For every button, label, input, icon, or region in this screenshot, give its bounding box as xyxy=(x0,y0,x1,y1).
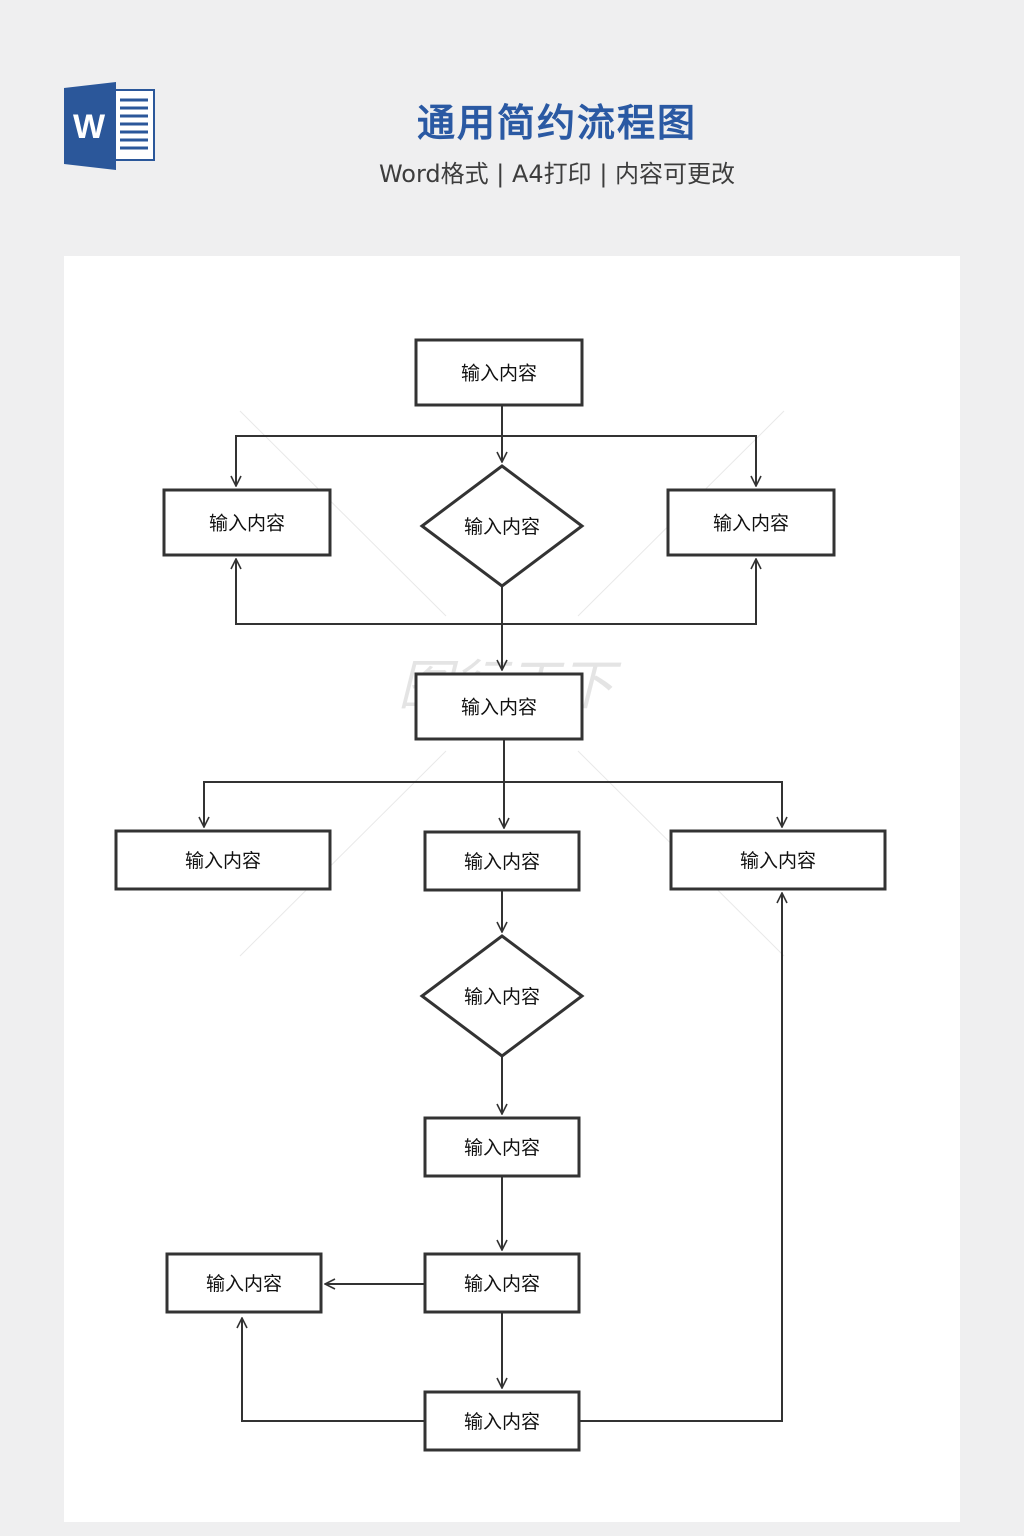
process-box xyxy=(414,672,584,741)
flow-node-n11: 输入内容 xyxy=(423,1252,581,1314)
flow-node-n10: 输入内容 xyxy=(423,1116,581,1178)
process-box xyxy=(162,488,332,557)
flow-node-label: 输入内容 xyxy=(464,851,540,873)
flowchart-edges xyxy=(204,405,782,1422)
process-box xyxy=(423,1390,581,1452)
flow-node-label: 输入内容 xyxy=(713,513,789,535)
flow-node-n2: 输入内容 xyxy=(162,488,332,557)
flow-edge-n13-n8 xyxy=(579,893,782,1422)
flow-node-label: 输入内容 xyxy=(464,1411,540,1433)
flow-node-label: 输入内容 xyxy=(461,697,537,719)
flow-node-label: 输入内容 xyxy=(464,1273,540,1295)
process-box xyxy=(165,1252,323,1314)
flow-node-n1: 输入内容 xyxy=(414,338,584,407)
decision-diamond xyxy=(419,934,585,1058)
flow-node-label: 输入内容 xyxy=(464,1137,540,1159)
flow-node-n9: 输入内容 xyxy=(419,934,585,1058)
process-box xyxy=(669,829,887,891)
flow-edge-n3-n4 xyxy=(502,559,756,625)
flow-node-n4: 输入内容 xyxy=(666,488,836,557)
flow-node-label: 输入内容 xyxy=(461,363,537,385)
flow-node-n6: 输入内容 xyxy=(114,829,332,891)
flow-node-label: 输入内容 xyxy=(209,513,285,535)
flowchart: 图行天下 输入内容输入内容输入内容输入内容输入内容输入内容输入内容输入内容输入内… xyxy=(114,338,887,1452)
process-box xyxy=(423,1252,581,1314)
word-icon-letter: W xyxy=(73,108,106,146)
word-document-icon: W xyxy=(64,82,155,170)
flow-node-label: 输入内容 xyxy=(185,850,261,872)
page-subtitle: Word格式 | A4打印 | 内容可更改 xyxy=(378,160,736,188)
flow-edge-n1-n4 xyxy=(502,435,756,486)
process-box xyxy=(423,830,581,892)
flow-node-n8: 输入内容 xyxy=(669,829,887,891)
decision-diamond xyxy=(419,464,585,588)
process-box xyxy=(414,338,584,407)
flow-node-label: 输入内容 xyxy=(740,850,816,872)
page-title: 通用简约流程图 xyxy=(416,101,697,145)
flowchart-nodes: 输入内容输入内容输入内容输入内容输入内容输入内容输入内容输入内容输入内容输入内容… xyxy=(114,338,887,1452)
flow-edge-n5-n8 xyxy=(504,781,782,827)
process-box xyxy=(114,829,332,891)
flow-node-n5: 输入内容 xyxy=(414,672,584,741)
flow-node-label: 输入内容 xyxy=(206,1273,282,1295)
flow-edge-n5-n6 xyxy=(204,739,505,827)
process-box xyxy=(666,488,836,557)
flow-node-n13: 输入内容 xyxy=(423,1390,581,1452)
header: W 通用简约流程图 Word格式 | A4打印 | 内容可更改 xyxy=(0,0,1024,250)
process-box xyxy=(423,1116,581,1178)
flow-node-label: 输入内容 xyxy=(464,516,540,538)
flow-node-n3: 输入内容 xyxy=(419,464,585,588)
flow-node-label: 输入内容 xyxy=(464,986,540,1008)
flow-node-n7: 输入内容 xyxy=(423,830,581,892)
flow-edge-n1-n2 xyxy=(236,405,503,486)
flow-edge-n13-n12 xyxy=(242,1318,425,1422)
document-page: 图行天下 输入内容输入内容输入内容输入内容输入内容输入内容输入内容输入内容输入内… xyxy=(64,256,960,1522)
flow-node-n12: 输入内容 xyxy=(165,1252,323,1314)
flow-edge-n3-n2 xyxy=(236,559,503,625)
